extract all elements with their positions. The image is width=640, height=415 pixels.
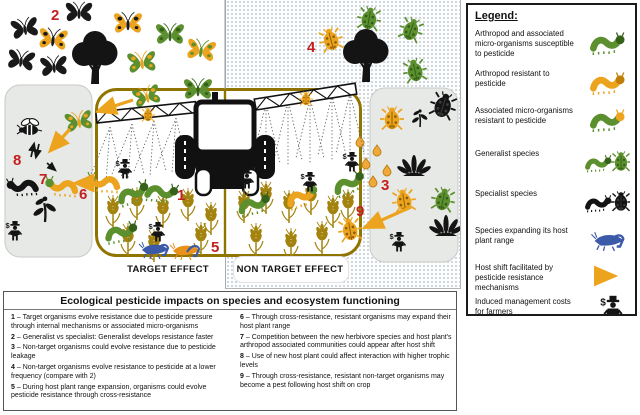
tree-icon <box>343 29 389 82</box>
non-target-effect-label: NON TARGET EFFECT <box>236 264 344 275</box>
droplet-icon <box>361 157 371 170</box>
trophic-arrow-up <box>28 141 37 158</box>
caption-item-4: 4– Non-target organisms evolve resistanc… <box>11 363 216 380</box>
caption-item-8: 8– Use of new host plant could affect in… <box>240 353 450 369</box>
legend-row: Specialist species <box>475 187 630 224</box>
trophic-arrow-down <box>33 143 42 160</box>
legend-row: Induced management costs for farmers <box>475 295 630 314</box>
marker-2: 2 <box>51 7 60 24</box>
caption-item-2: 2– Generalist vs specialist: Generalist … <box>11 333 214 341</box>
legend-row: Arthropod resistant to pesticide <box>475 67 630 104</box>
farmer-dollar-icon <box>582 295 630 314</box>
butterfly-orange-green-icon <box>185 37 217 62</box>
caption-item-6: 6– Through cross-resistance, resistant o… <box>240 314 451 330</box>
host-shift-arrow <box>94 96 134 115</box>
beetle-green-icon <box>354 3 384 33</box>
legend-row: Generalist species <box>475 147 630 187</box>
tractor-cab <box>193 99 257 155</box>
butterfly-black-icon <box>39 54 69 77</box>
caption-item-3: 3– Non-target organisms could evolve res… <box>11 344 216 361</box>
marker-3: 3 <box>381 177 390 194</box>
marker-6: 6 <box>79 186 88 203</box>
legend-title: Legend: <box>475 10 518 22</box>
competition-arrow <box>46 161 57 172</box>
butterfly-green-icon <box>155 22 185 45</box>
marker-4: 4 <box>307 39 316 56</box>
butterfly-black-icon <box>65 1 93 22</box>
legend-row: Arthropod and associated micro-organisms… <box>475 27 630 67</box>
host-shift-arrow <box>361 205 412 229</box>
beetle-orange-icon <box>315 23 347 55</box>
legend-row: Species expanding its host plant range <box>475 224 630 261</box>
butterfly-green-orange-icon <box>126 49 158 74</box>
butterfly-orange-icon <box>113 11 143 34</box>
caption-item-9: 9– Through cross-resistance, resistant n… <box>240 372 445 389</box>
beetle-green-icon <box>399 55 430 85</box>
caption-column-right: 6– Through cross-resistance, resistant o… <box>240 314 454 392</box>
caterpillar-green-icon <box>582 27 630 57</box>
butterfly-orange-icon <box>37 26 69 51</box>
exhaust-pipe <box>212 92 218 104</box>
legend-panel: Legend: Arthropod and associated micro-o… <box>466 3 637 316</box>
marker-5: 5 <box>211 239 220 256</box>
non-target-label-chip <box>233 256 349 283</box>
orange-arrow-icon <box>582 261 630 291</box>
tractor-front-wheel <box>194 167 213 197</box>
butterfly-black-icon <box>9 15 40 40</box>
caterpillar-orange-icon <box>582 67 630 97</box>
caption-title: Ecological pesticide impacts on species … <box>4 292 456 310</box>
caption-column-left: 1– Target organisms evolve resistance du… <box>11 314 235 403</box>
diagram-illustration: $ <box>0 0 460 263</box>
tractor-sprayer <box>94 82 358 197</box>
caption-box: Ecological pesticide impacts on species … <box>3 291 457 411</box>
beetle-green-icon <box>395 13 428 45</box>
target-effect-label: TARGET EFFECT <box>127 264 209 275</box>
grasshopper-blue-icon <box>582 224 630 254</box>
marker-9: 9 <box>356 203 365 220</box>
caterpillar-green-orange-head-icon <box>582 104 630 134</box>
host-shift-arrow <box>47 127 72 154</box>
caption-item-7: 7– Competition between the new herbivore… <box>240 333 452 350</box>
tree-icon <box>72 31 118 84</box>
legend-row: Host shift facilitated by pesticide resi… <box>475 261 630 295</box>
caption-item-1: 1– Target organisms evolve resistance du… <box>11 314 213 330</box>
marker-7: 7 <box>39 171 48 188</box>
host-shift-arrows <box>47 96 412 229</box>
marker-1: 1 <box>177 187 186 204</box>
caption-item-5: 5– During host plant range expansion, or… <box>11 383 207 400</box>
marker-8: 8 <box>13 152 22 169</box>
caterpillar-and-beetle-black-icon <box>582 187 630 217</box>
tractor-axle <box>209 173 245 189</box>
caterpillar-and-beetle-green-icon <box>582 147 630 177</box>
legend-row: Associated micro-organisms resistant to … <box>475 104 630 147</box>
left-refuge-group <box>6 116 75 224</box>
butterfly-black-icon <box>6 47 37 72</box>
